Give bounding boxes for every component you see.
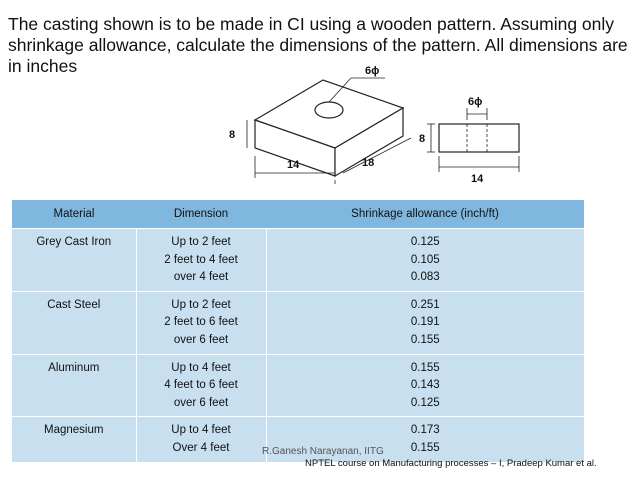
allowance-cell: 0.125 0.105 0.083 [266, 228, 584, 292]
dimension-cell: Up to 2 feet 2 feet to 4 feet over 4 fee… [136, 228, 267, 292]
allowance-value: 0.155 [410, 361, 440, 374]
dimension-cell: Up to 4 feet 4 feet to 6 feet over 6 fee… [136, 353, 267, 417]
allowance-value: 0.191 [410, 316, 440, 329]
iso-dimension-lines [246, 77, 412, 184]
iso-height-label: 8 [229, 129, 235, 141]
allowance-value: 0.251 [410, 298, 440, 311]
allowance-cell: 0.251 0.191 0.155 [266, 290, 584, 355]
iso-length-label: 14 [287, 159, 300, 171]
shrinkage-allowance-table: Material Dimension Shrinkage allowance (… [12, 200, 584, 462]
dimension-cell: Up to 2 feet 2 feet to 6 feet over 6 fee… [136, 290, 267, 355]
dimension-value: 4 feet to 6 feet [164, 379, 238, 392]
question-text: The casting shown is to be made in CI us… [8, 14, 628, 76]
allowance-cell: 0.173 0.155 [266, 416, 584, 462]
dimension-value: 2 feet to 4 feet [164, 253, 238, 266]
dimension-cell: Up to 4 feet Over 4 feet [136, 416, 267, 462]
header-dimension: Dimension [136, 200, 266, 229]
dimension-value: over 6 feet [173, 396, 229, 409]
side-view [438, 123, 520, 153]
side-height-label: 8 [419, 133, 425, 145]
allowance-cell: 0.155 0.143 0.125 [266, 353, 584, 417]
table-row: Magnesium Up to 4 feet Over 4 feet 0.173… [12, 416, 584, 462]
allowance-value: 0.083 [410, 271, 440, 284]
iso-depth-label: 18 [362, 157, 374, 169]
author-watermark: R.Ganesh Narayanan, IITG [262, 446, 384, 457]
iso-hole-label: 6ϕ [365, 65, 379, 77]
material-cell: Grey Cast Iron [12, 228, 137, 292]
dimension-value: Up to 4 feet [171, 361, 231, 374]
table-row: Aluminum Up to 4 feet 4 feet to 6 feet o… [12, 353, 584, 417]
table-header-row: Material Dimension Shrinkage allowance (… [12, 200, 584, 229]
dimension-value: Up to 2 feet [171, 236, 231, 248]
dimension-value: over 4 feet [173, 271, 229, 284]
dimension-value: over 6 feet [173, 333, 229, 346]
dimension-value: Over 4 feet [172, 441, 230, 454]
allowance-value: 0.143 [410, 379, 440, 392]
material-cell: Cast Steel [12, 290, 137, 355]
side-dimension-lines [427, 108, 520, 172]
table-row: Cast Steel Up to 2 feet 2 feet to 6 feet… [12, 290, 584, 355]
dimension-value: Up to 2 feet [171, 298, 231, 311]
casting-figure: 8 14 18 6ϕ 8 14 6ϕ [225, 60, 535, 190]
allowance-value: 0.155 [410, 441, 440, 454]
allowance-value: 0.125 [410, 396, 440, 409]
side-hole-label: 6ϕ [468, 96, 482, 108]
allowance-value: 0.155 [410, 333, 440, 346]
allowance-value: 0.125 [410, 236, 440, 248]
side-length-label: 14 [471, 173, 484, 185]
dimension-value: Up to 4 feet [171, 424, 231, 437]
header-material: Material [12, 200, 136, 229]
casting-drawing: 8 14 18 6ϕ 8 14 6ϕ [229, 65, 520, 185]
source-credit: NPTEL course on Manufacturing processes … [305, 458, 597, 469]
allowance-value: 0.173 [410, 424, 440, 437]
table-row: Grey Cast Iron Up to 2 feet 2 feet to 4 … [12, 228, 584, 292]
material-cell: Magnesium [12, 416, 137, 462]
dimension-value: 2 feet to 6 feet [164, 316, 238, 329]
isometric-block [253, 79, 405, 178]
material-cell: Aluminum [12, 353, 137, 417]
allowance-value: 0.105 [410, 253, 440, 266]
header-allowance: Shrinkage allowance (inch/ft) [266, 200, 584, 229]
